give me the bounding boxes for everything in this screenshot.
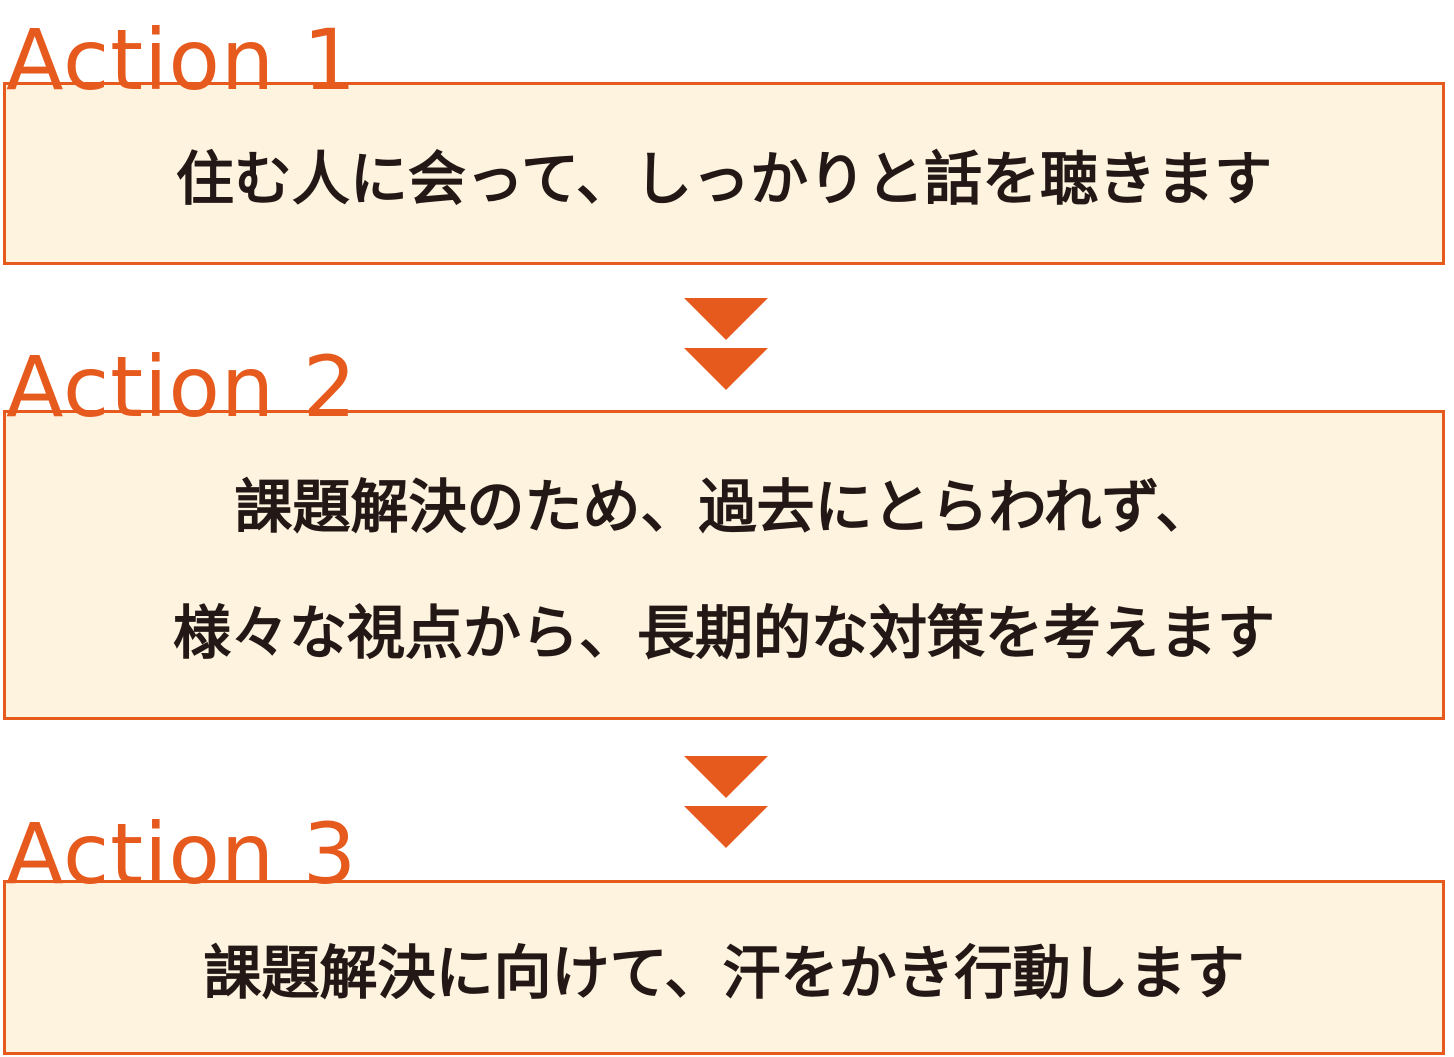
step-1-text: 住む人に会って、しっかりと話を聴きます <box>175 144 1273 213</box>
step-2-box: 課題解決のため、過去にとらわれず、 様々な視点から、長期的な対策を考えます <box>3 410 1445 720</box>
double-chevron-down-icon <box>684 756 768 848</box>
arrow-1-upper-triangle <box>684 298 768 340</box>
arrow-1-lower-triangle <box>684 348 768 390</box>
step-2-text-line-2: 様々な視点から、長期的な対策を考えます <box>172 599 1275 667</box>
step-2-text-line-1: 課題解決のため、過去にとらわれず、 <box>234 473 1214 541</box>
step-3-label: Action 3 <box>6 805 358 903</box>
arrow-2-upper-triangle <box>684 756 768 798</box>
step-3-box: 課題解決に向けて、汗をかき行動します <box>3 880 1445 1055</box>
step-3-text: 課題解決に向けて、汗をかき行動します <box>203 938 1245 1007</box>
double-chevron-down-icon <box>684 298 768 390</box>
step-2-label: Action 2 <box>6 338 358 436</box>
step-1-label: Action 1 <box>6 11 358 109</box>
step-1-box: 住む人に会って、しっかりと話を聴きます <box>3 82 1445 265</box>
arrow-2-lower-triangle <box>684 806 768 848</box>
